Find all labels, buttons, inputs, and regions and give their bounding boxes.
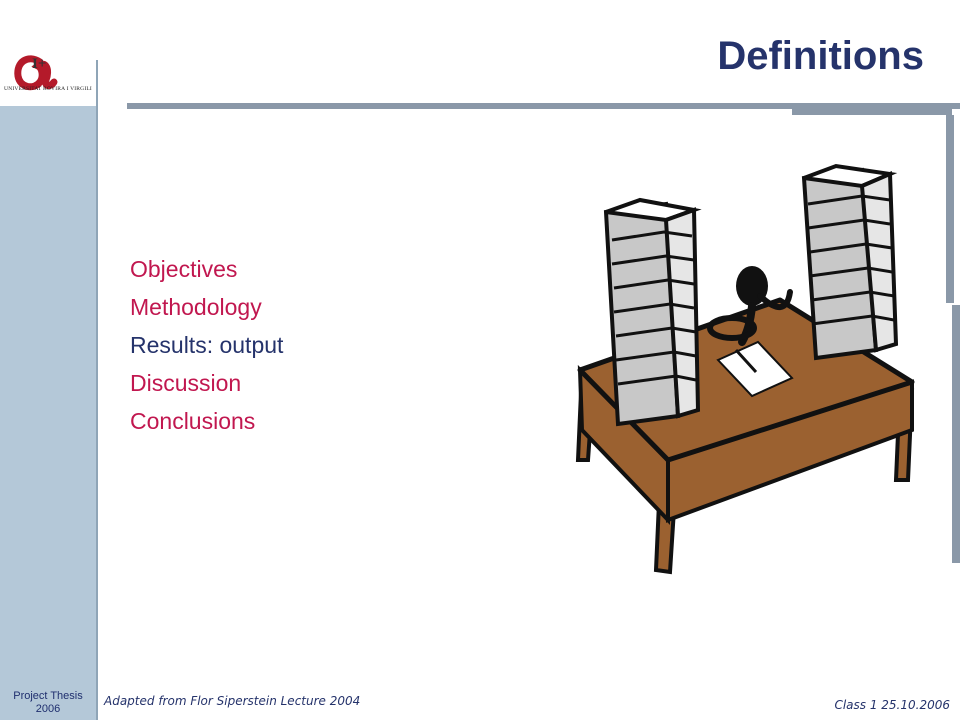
- logo-caption: UNIVERSITAT ROVIRA I VIRGILI: [4, 86, 92, 92]
- list-item-objectives: Objectives: [130, 256, 238, 282]
- list-item-methodology: Methodology: [130, 294, 262, 320]
- footer-course-year: 2006: [35, 703, 61, 715]
- desk-paper-stacks-icon: [575, 163, 915, 575]
- slide-title: Definitions: [717, 34, 924, 78]
- footer-class-info: Class 1 25.10.2006: [834, 698, 950, 712]
- svg-text:I+: I+: [32, 56, 46, 72]
- title-underline-bar: [127, 103, 960, 109]
- list-item-conclusions: Conclusions: [130, 408, 256, 434]
- topic-list: Objectives Methodology Results: output D…: [130, 250, 283, 440]
- frame-right-lower: [952, 305, 960, 563]
- frame-top-right: [792, 109, 952, 115]
- university-logo-icon: I+: [14, 55, 58, 91]
- footer-course-name: Project Thesis: [13, 690, 83, 702]
- frame-right-upper: [946, 115, 954, 303]
- list-item-discussion: Discussion: [130, 370, 242, 396]
- logo-divider: [96, 60, 98, 106]
- list-item-results: Results: output: [130, 332, 284, 358]
- sidebar-panel: [0, 106, 98, 720]
- footer-credit: Adapted from Flor Siperstein Lecture 200…: [104, 694, 361, 708]
- footer-course: Project Thesis 2006: [0, 690, 96, 716]
